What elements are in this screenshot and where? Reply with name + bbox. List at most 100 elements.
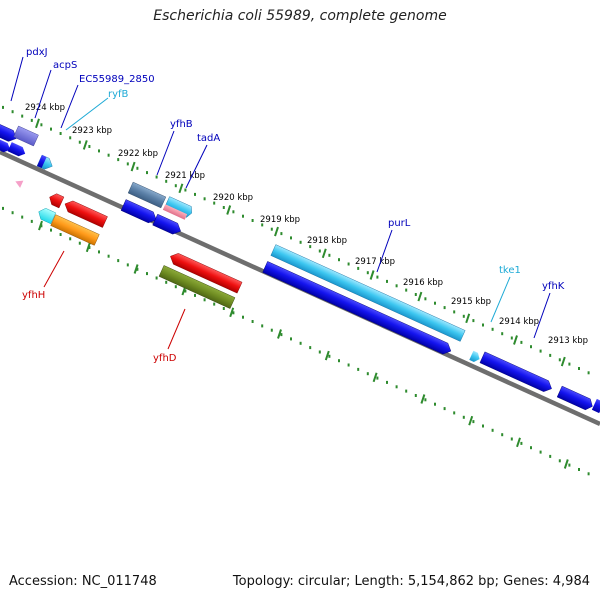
gene-label-yfhH[interactable]: yfhH bbox=[22, 290, 45, 301]
gene-label-acpS[interactable]: acpS bbox=[53, 60, 77, 71]
major-tick bbox=[178, 183, 184, 194]
gene-feature[interactable] bbox=[152, 213, 183, 236]
minor-tick bbox=[338, 359, 340, 363]
major-tick bbox=[563, 459, 569, 469]
gene-feature-pdxJ[interactable] bbox=[0, 120, 19, 144]
major-tick bbox=[274, 226, 279, 237]
kbp-label: 2919 kbp bbox=[260, 215, 300, 225]
minor-tick bbox=[165, 280, 168, 284]
minor-tick bbox=[261, 324, 264, 328]
minor-tick bbox=[309, 346, 312, 350]
minor-tick bbox=[98, 250, 100, 254]
minor-tick bbox=[491, 428, 494, 432]
minor-tick bbox=[587, 371, 590, 375]
minor-tick bbox=[462, 415, 465, 419]
minor-tick bbox=[280, 333, 283, 337]
major-tick bbox=[417, 291, 423, 302]
kbp-labels: 2924 kbp 2923 kbp 2922 kbp 2921 kbp 2920… bbox=[25, 103, 588, 346]
gene-feature[interactable] bbox=[62, 198, 108, 228]
gene-label-yfhK[interactable]: yfhK bbox=[542, 281, 565, 292]
label-leader-lines bbox=[10, 56, 551, 350]
gene-feature[interactable] bbox=[162, 204, 188, 220]
minor-tick bbox=[434, 301, 436, 305]
major-tick bbox=[420, 394, 426, 404]
minor-tick bbox=[309, 245, 312, 249]
gene-label-tadA[interactable]: tadA bbox=[197, 133, 220, 144]
gene-label-yfhD[interactable]: yfhD bbox=[153, 353, 177, 364]
gene-feature[interactable] bbox=[14, 178, 24, 188]
gene-feature-purL[interactable] bbox=[270, 244, 466, 342]
minor-tick bbox=[2, 105, 4, 109]
minor-tick bbox=[69, 136, 72, 140]
minor-tick bbox=[318, 249, 321, 253]
minor-tick bbox=[59, 132, 62, 135]
minor-tick bbox=[136, 166, 139, 170]
minor-tick bbox=[395, 284, 398, 288]
minor-tick bbox=[203, 298, 206, 302]
gene-feature[interactable] bbox=[7, 142, 28, 158]
major-tick bbox=[133, 264, 139, 274]
minor-tick bbox=[414, 394, 417, 397]
minor-tick bbox=[50, 127, 52, 131]
minor-tick bbox=[98, 149, 100, 153]
minor-tick bbox=[472, 319, 475, 323]
gene-feature[interactable] bbox=[120, 199, 159, 226]
minor-tick bbox=[453, 411, 456, 415]
minor-tick bbox=[376, 376, 379, 380]
minor-tick bbox=[338, 258, 340, 262]
gene-feature-acpS[interactable] bbox=[13, 125, 39, 147]
minor-tick bbox=[357, 367, 360, 371]
gene-feature-tke1[interactable] bbox=[469, 350, 481, 364]
minor-tick bbox=[155, 175, 158, 179]
gene-feature[interactable] bbox=[47, 192, 65, 209]
minor-tick bbox=[11, 110, 14, 114]
minor-tick bbox=[88, 246, 91, 249]
gene-label-purL[interactable]: purL bbox=[388, 218, 411, 229]
minor-tick bbox=[443, 407, 446, 411]
minor-tick bbox=[117, 158, 120, 162]
major-tick bbox=[372, 372, 378, 383]
major-tick bbox=[465, 313, 471, 324]
gene-feature[interactable] bbox=[168, 251, 243, 294]
gene-feature-yfhH[interactable] bbox=[50, 214, 100, 246]
minor-tick bbox=[242, 214, 244, 218]
minor-tick bbox=[232, 210, 235, 214]
gene-feature-yfhK[interactable] bbox=[479, 351, 554, 394]
major-tick bbox=[513, 335, 518, 345]
gene-label-pdxJ[interactable]: pdxJ bbox=[26, 47, 48, 58]
gene-feature-yfhD[interactable] bbox=[158, 265, 236, 309]
gene-feature-ryfB[interactable] bbox=[36, 154, 55, 172]
minor-tick bbox=[424, 398, 427, 402]
minor-tick bbox=[146, 272, 148, 276]
minor-tick bbox=[107, 254, 110, 258]
minor-tick bbox=[530, 345, 532, 349]
gene-feature[interactable] bbox=[262, 261, 454, 356]
gene-feature[interactable] bbox=[0, 138, 12, 154]
minor-tick bbox=[21, 215, 24, 219]
scale-ticks-bottom bbox=[2, 206, 590, 476]
minor-tick bbox=[59, 233, 62, 236]
gene-label-tke1[interactable]: tke1 bbox=[499, 265, 521, 276]
minor-tick bbox=[501, 433, 504, 437]
minor-tick bbox=[174, 285, 177, 289]
gene-feature[interactable] bbox=[591, 398, 600, 414]
accession-text: Accession: NC_011748 bbox=[9, 574, 157, 589]
minor-tick bbox=[482, 424, 484, 428]
map-title: Escherichia coli 55989, complete genome bbox=[153, 8, 447, 24]
genome-summary-text: Topology: circular; Length: 5,154,862 bp… bbox=[232, 574, 590, 589]
gene-label-EC55989_2850[interactable]: EC55989_2850 bbox=[79, 74, 155, 85]
gene-label-ryfB[interactable]: ryfB bbox=[108, 89, 129, 100]
minor-tick bbox=[558, 358, 561, 362]
gene-feature[interactable] bbox=[556, 385, 595, 412]
minor-tick bbox=[88, 145, 91, 148]
minor-tick bbox=[251, 219, 254, 222]
gene-label-yfhB[interactable]: yfhB bbox=[170, 119, 193, 130]
kbp-label: 2922 kbp bbox=[118, 149, 158, 159]
minor-tick bbox=[155, 276, 158, 280]
gene-feature[interactable] bbox=[36, 206, 57, 225]
minor-tick bbox=[539, 450, 542, 454]
kbp-label: 2913 kbp bbox=[548, 336, 588, 346]
minor-tick bbox=[405, 389, 408, 393]
gene-feature-yfhB[interactable] bbox=[127, 181, 167, 209]
